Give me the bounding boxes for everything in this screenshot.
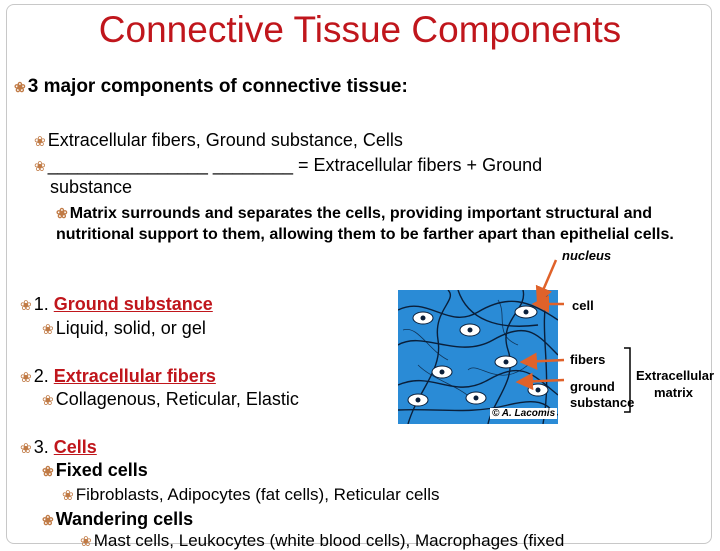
fibers-arrow xyxy=(519,352,565,371)
tissue-illustration xyxy=(398,290,558,424)
cut-off-line: ❀Mast cells, Leukocytes (white blood cel… xyxy=(80,531,565,550)
bullet-swirl-icon: ❀ xyxy=(80,533,92,549)
blank-line-continued: substance xyxy=(50,177,133,197)
ground-substance-line: ❀1. Ground substance xyxy=(20,294,213,314)
matrix-label: matrix xyxy=(654,385,694,400)
fibers-label: fibers xyxy=(570,352,606,367)
bullet-swirl-icon: ❀ xyxy=(62,487,74,503)
nucleus-arrow xyxy=(535,259,558,305)
connective-tissue-figure: nucleus cell fibers ground substance Ext… xyxy=(398,236,714,430)
bullet-swirl-icon: ❀ xyxy=(42,392,54,408)
matrix-note: ❀Matrix surrounds and separates the cell… xyxy=(56,205,674,243)
bullet-swirl-icon: ❀ xyxy=(34,158,46,174)
blank-line: ❀________________ ________ = Extracellul… xyxy=(34,155,543,175)
bullet-swirl-icon: ❀ xyxy=(20,369,32,385)
ground-substance-arrow xyxy=(515,372,565,391)
pointer-arrows xyxy=(515,259,631,413)
wandering-cells-line: ❀Wandering cells xyxy=(42,509,194,529)
bullet-swirl-icon: ❀ xyxy=(42,512,54,528)
fibers-detail: ❀Collagenous, Reticular, Elastic xyxy=(42,389,299,409)
extracellular-label: Extracellular xyxy=(636,368,715,383)
substance-label: substance xyxy=(570,395,635,410)
cells-term: Cells xyxy=(53,437,97,457)
cell-label: cell xyxy=(572,298,594,313)
fixed-cells-detail: ❀Fibroblasts, Adipocytes (fat cells), Re… xyxy=(62,485,440,504)
tissue-drawing xyxy=(398,290,558,424)
bullet-swirl-icon: ❀ xyxy=(20,297,32,313)
matrix-bracket xyxy=(624,347,631,413)
ground-substance-term: Ground substance xyxy=(53,294,213,314)
fibers-term: Extracellular fibers xyxy=(53,366,216,386)
nucleus-label: nucleus xyxy=(562,248,612,263)
bullet-swirl-icon: ❀ xyxy=(14,79,26,95)
bullet-swirl-icon: ❀ xyxy=(20,440,32,456)
bullet-swirl-icon: ❀ xyxy=(56,205,68,221)
ground-label: ground xyxy=(570,379,615,394)
slide-title: Connective Tissue Components xyxy=(98,9,622,50)
bullet-swirl-icon: ❀ xyxy=(34,133,46,149)
cells-line: ❀3. Cells xyxy=(20,437,97,457)
fixed-cells-line: ❀Fixed cells xyxy=(42,460,148,480)
fibers-line: ❀2. Extracellular fibers xyxy=(20,366,216,386)
bullet-swirl-icon: ❀ xyxy=(42,463,54,479)
bullet-swirl-icon: ❀ xyxy=(42,321,54,337)
ground-substance-detail: ❀Liquid, solid, or gel xyxy=(42,318,206,338)
intro-line: ❀3 major components of connective tissue… xyxy=(14,76,408,97)
components-line: ❀Extracellular fibers, Ground substance,… xyxy=(34,130,403,150)
figure-credit: © A. Lacomis xyxy=(490,408,558,419)
